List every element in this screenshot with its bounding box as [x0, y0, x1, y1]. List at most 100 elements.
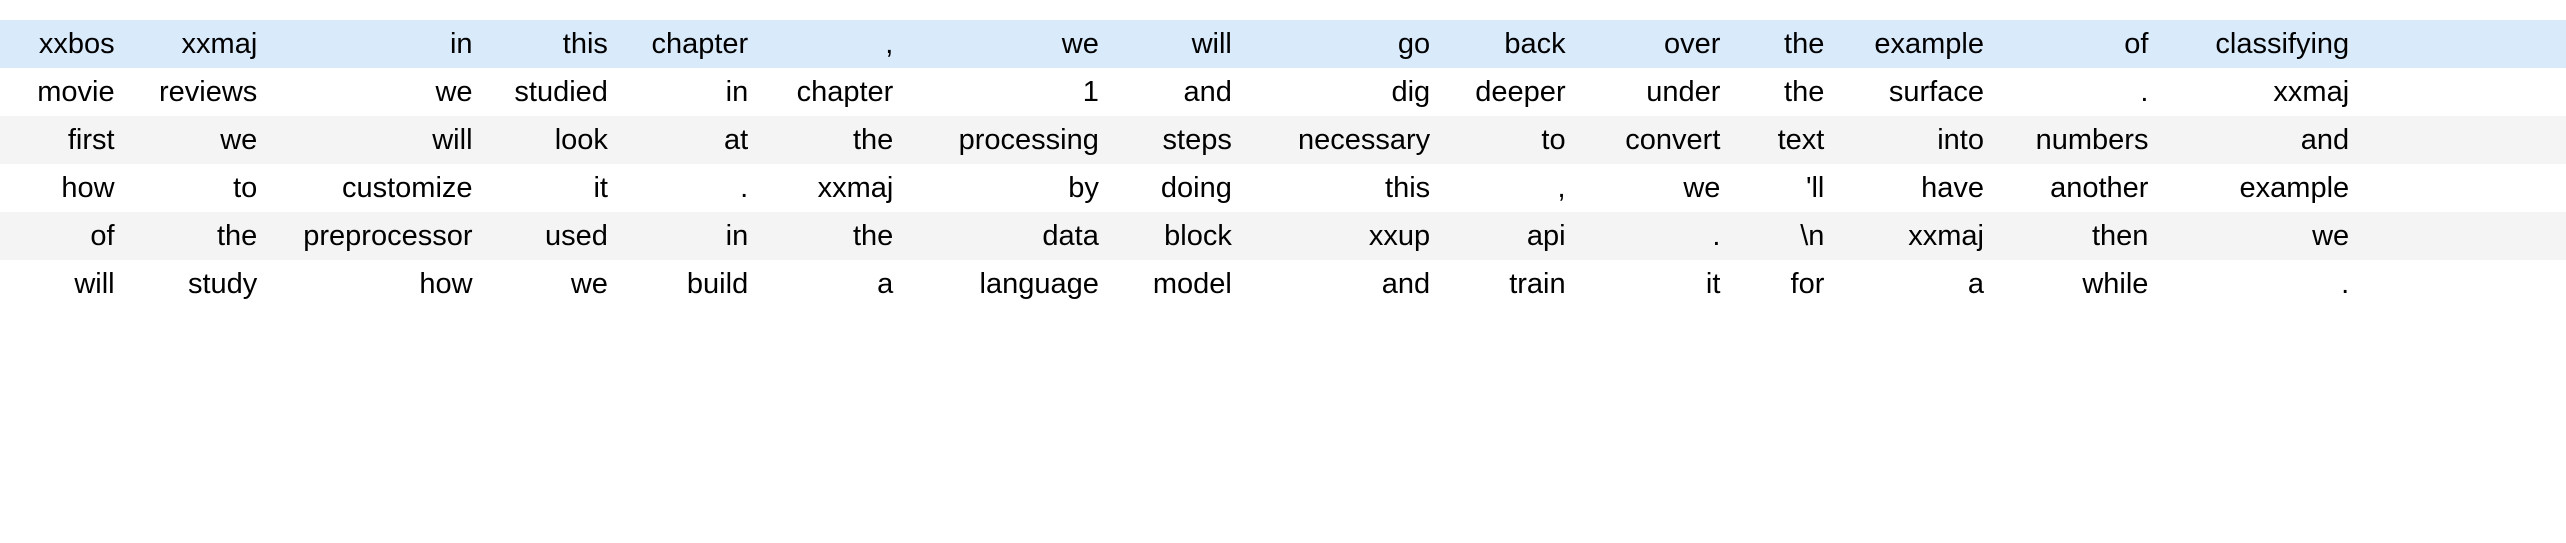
token-cell: xxbos: [0, 20, 131, 68]
token-cell: example: [1840, 20, 2000, 68]
token-cell: into: [1840, 116, 2000, 164]
token-cell: customize: [273, 164, 489, 212]
token-cell: and: [1247, 260, 1447, 308]
token-cell: .: [2164, 260, 2366, 308]
table-row: first we will look at the processing ste…: [0, 116, 2566, 164]
token-cell: to: [130, 164, 274, 212]
token-cell: while: [1999, 260, 2165, 308]
token-cell: steps: [1114, 116, 1248, 164]
token-cell: reviews: [130, 68, 274, 116]
token-cell: in: [623, 68, 765, 116]
token-cell: under: [1581, 68, 1737, 116]
token-cell: dig: [1247, 68, 1447, 116]
token-cell: movie: [0, 68, 131, 116]
token-cell: ,: [1446, 164, 1582, 212]
token-cell: of: [1999, 20, 2165, 68]
token-cell: the: [130, 212, 274, 260]
token-cell: chapter: [623, 20, 765, 68]
token-cell: convert: [1581, 116, 1737, 164]
token-cell: block: [1114, 212, 1248, 260]
token-cell: and: [1114, 68, 1248, 116]
table-row: of the preprocessor used in the data blo…: [0, 212, 2566, 260]
token-cell: build: [623, 260, 765, 308]
token-cell: another: [1999, 164, 2165, 212]
token-cell: .: [1999, 68, 2165, 116]
token-cell: first: [0, 116, 131, 164]
token-cell: over: [1581, 20, 1737, 68]
token-cell: chapter: [764, 68, 910, 116]
token-cell: surface: [1840, 68, 2000, 116]
token-cell: the: [764, 116, 910, 164]
token-cell: we: [130, 116, 274, 164]
token-cell: numbers: [1999, 116, 2165, 164]
token-cell: we: [488, 260, 624, 308]
token-cell: xxmaj: [764, 164, 910, 212]
table-row: xxbos xxmaj in this chapter , we will go…: [0, 20, 2566, 68]
token-cell: xxup: [1247, 212, 1447, 260]
token-cell: .: [1581, 212, 1737, 260]
token-table: xxbos xxmaj in this chapter , we will go…: [0, 20, 2566, 308]
token-cell: 'll: [1736, 164, 1841, 212]
token-cell: in: [623, 212, 765, 260]
token-cell: and: [2164, 116, 2366, 164]
token-cell: to: [1446, 116, 1582, 164]
token-cell: classifying: [2164, 20, 2366, 68]
token-cell: it: [488, 164, 624, 212]
token-cell: data: [909, 212, 1115, 260]
token-cell: ,: [764, 20, 910, 68]
token-cell: we: [909, 20, 1115, 68]
token-cell: train: [1446, 260, 1582, 308]
token-cell: of: [0, 212, 131, 260]
token-cell: a: [764, 260, 910, 308]
token-cell: it: [1581, 260, 1737, 308]
token-cell: how: [0, 164, 131, 212]
token-cell: this: [488, 20, 624, 68]
token-cell: language: [909, 260, 1115, 308]
token-cell: will: [0, 260, 131, 308]
token-cell-empty: [2365, 20, 2566, 68]
token-cell-empty: [2365, 164, 2566, 212]
token-cell: have: [1840, 164, 2000, 212]
token-cell: will: [273, 116, 489, 164]
token-cell: preprocessor: [273, 212, 489, 260]
token-table-body: xxbos xxmaj in this chapter , we will go…: [0, 20, 2566, 308]
token-cell: used: [488, 212, 624, 260]
token-cell: then: [1999, 212, 2165, 260]
token-cell: api: [1446, 212, 1582, 260]
token-cell: deeper: [1446, 68, 1582, 116]
token-cell-empty: [2365, 116, 2566, 164]
table-row: how to customize it . xxmaj by doing thi…: [0, 164, 2566, 212]
token-cell: we: [1581, 164, 1737, 212]
table-row: movie reviews we studied in chapter 1 an…: [0, 68, 2566, 116]
token-cell: go: [1247, 20, 1447, 68]
token-cell: studied: [488, 68, 624, 116]
token-cell: .: [623, 164, 765, 212]
token-cell: in: [273, 20, 489, 68]
token-cell: a: [1840, 260, 2000, 308]
token-cell-empty: [2365, 212, 2566, 260]
token-cell: necessary: [1247, 116, 1447, 164]
token-cell: this: [1247, 164, 1447, 212]
token-cell: for: [1736, 260, 1841, 308]
token-cell: model: [1114, 260, 1248, 308]
token-cell: \n: [1736, 212, 1841, 260]
token-cell: 1: [909, 68, 1115, 116]
token-cell: processing: [909, 116, 1115, 164]
token-cell: by: [909, 164, 1115, 212]
token-cell: study: [130, 260, 274, 308]
token-cell: text: [1736, 116, 1841, 164]
token-cell: the: [1736, 68, 1841, 116]
token-cell: at: [623, 116, 765, 164]
token-cell: example: [2164, 164, 2366, 212]
token-cell: the: [1736, 20, 1841, 68]
token-cell-empty: [2365, 68, 2566, 116]
token-cell: xxmaj: [130, 20, 274, 68]
token-cell: how: [273, 260, 489, 308]
token-table-container: xxbos xxmaj in this chapter , we will go…: [0, 20, 2566, 308]
token-cell: will: [1114, 20, 1248, 68]
token-cell: back: [1446, 20, 1582, 68]
token-cell: look: [488, 116, 624, 164]
token-cell: we: [2164, 212, 2366, 260]
token-cell: doing: [1114, 164, 1248, 212]
token-cell-empty: [2365, 260, 2566, 308]
